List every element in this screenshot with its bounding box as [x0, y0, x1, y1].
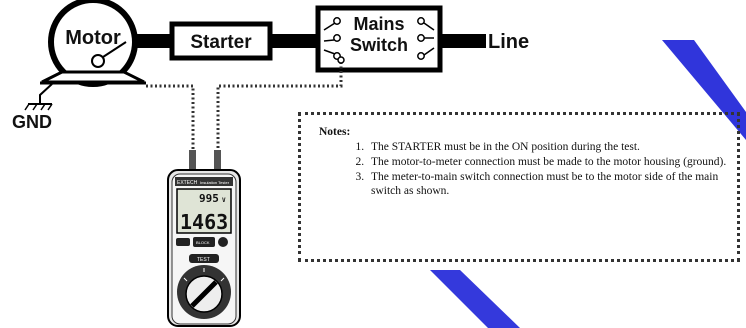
switch-label-line2: Switch	[350, 35, 408, 55]
test-lead-switch	[216, 62, 343, 152]
meter-display-small-unit: V	[222, 197, 226, 204]
mains-switch: Mains Switch	[315, 5, 443, 73]
decorative-blue-stripe	[662, 40, 746, 140]
ground-symbol	[24, 83, 53, 111]
motor: Motor	[40, 0, 146, 87]
meter-round-button	[218, 237, 228, 247]
gnd-label: GND	[12, 112, 52, 132]
motor-label: Motor	[65, 27, 121, 49]
power-cable-switch-line	[440, 34, 486, 48]
switch-label-line1: Mains	[353, 14, 404, 34]
notes-item: The meter-to-main switch connection must…	[367, 170, 727, 198]
line-label: Line	[488, 31, 529, 53]
starter-label: Starter	[190, 32, 252, 53]
power-cable-starter-switch	[270, 34, 318, 48]
test-lead-motor	[146, 84, 195, 152]
notes-item: The motor-to-meter connection must be ma…	[367, 155, 727, 169]
notes-title: Notes:	[319, 126, 351, 138]
meter-model: Insulation Tester	[200, 180, 230, 185]
starter: Starter	[169, 21, 273, 61]
meter-display-small: 995	[199, 192, 219, 205]
meter-block-label: BLOCK	[196, 240, 210, 245]
switch-test-point	[337, 56, 345, 64]
meter-test-button	[189, 254, 219, 263]
decorative-blue-stripe-lower	[430, 270, 520, 328]
meter-lock-button	[176, 238, 190, 246]
notes-item: The STARTER must be in the ON position d…	[367, 140, 727, 154]
meter-lcd	[176, 188, 232, 234]
insulation-tester-meter: EXTECH Insulation Tester 995 V 1463 BLOC…	[167, 150, 241, 327]
meter-brand: EXTECH	[177, 180, 198, 186]
meter-test-label: TEST	[197, 257, 210, 263]
meter-display-large: 1463	[180, 210, 228, 234]
power-cable-motor-starter	[128, 34, 172, 48]
notes-box: Notes: The STARTER must be in the ON pos…	[298, 112, 740, 262]
meter-block-button	[193, 237, 215, 247]
notes-list: The STARTER must be in the ON position d…	[319, 140, 727, 198]
